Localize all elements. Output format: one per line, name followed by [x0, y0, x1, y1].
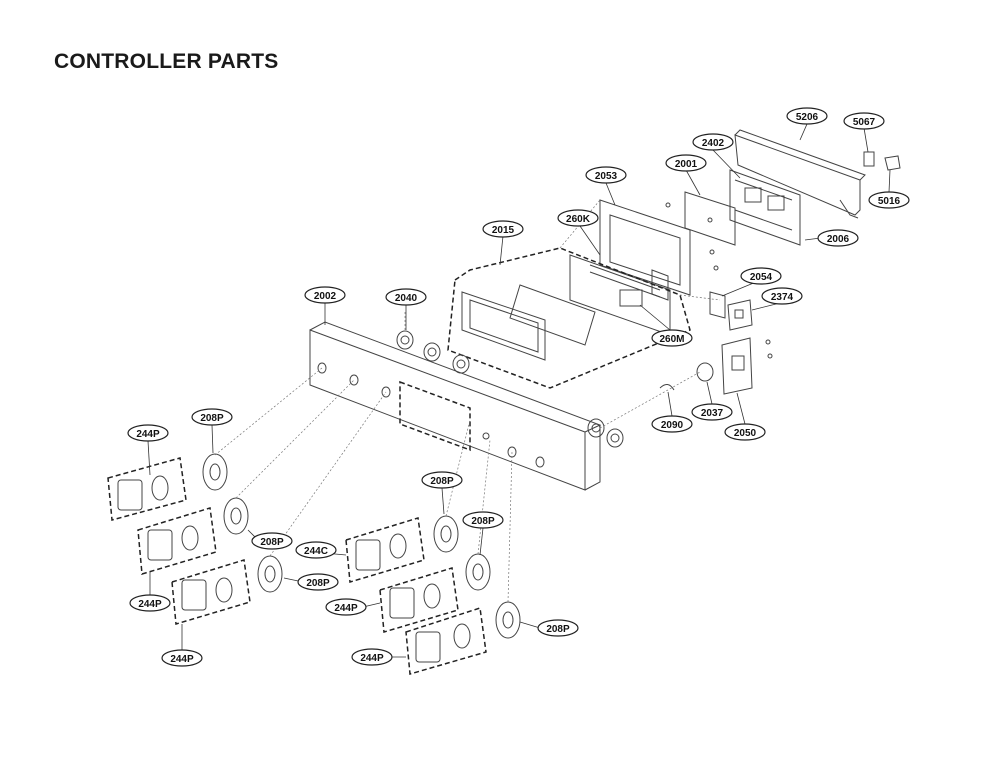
label-2001: 2001	[665, 154, 707, 172]
housing-2050	[721, 337, 773, 395]
label-208P-6: 208P	[537, 619, 579, 637]
label-208P-4: 208P	[421, 471, 463, 489]
label-2015: 2015	[482, 220, 524, 238]
clip-part-5067	[863, 151, 875, 167]
label-260K: 260K	[557, 209, 599, 227]
knob-group-2	[137, 497, 249, 575]
backguard-panel-2002	[309, 321, 602, 491]
knob-group-4	[345, 515, 459, 583]
label-2050: 2050	[724, 423, 766, 441]
label-244P-4: 244P	[325, 598, 367, 616]
label-2374: 2374	[761, 287, 803, 305]
rear-bracket-5206	[734, 129, 866, 219]
knob-group-3	[171, 555, 283, 625]
overlay-panel-2015	[447, 247, 691, 389]
svg-text:2037: 2037	[701, 408, 724, 419]
label-244C: 244C	[295, 541, 337, 559]
label-244P-1: 244P	[127, 424, 169, 442]
label-208P-1: 208P	[191, 408, 233, 426]
svg-text:2006: 2006	[827, 234, 850, 245]
svg-text:2402: 2402	[702, 138, 725, 149]
label-2002: 2002	[304, 286, 346, 304]
control-board-2402	[729, 169, 801, 246]
svg-text:5206: 5206	[796, 112, 819, 123]
svg-text:244P: 244P	[360, 653, 384, 664]
label-208P-3: 208P	[297, 573, 339, 591]
knob-group-1	[107, 453, 228, 521]
label-260M: 260M	[651, 329, 693, 347]
label-2402: 2402	[692, 133, 734, 151]
label-5206: 5206	[786, 107, 828, 125]
label-2054: 2054	[740, 267, 782, 285]
svg-text:244P: 244P	[170, 654, 194, 665]
svg-text:2054: 2054	[750, 272, 773, 283]
svg-text:2002: 2002	[314, 291, 337, 302]
display-board-260K	[569, 254, 671, 336]
svg-text:2040: 2040	[395, 293, 418, 304]
svg-text:2001: 2001	[675, 159, 698, 170]
svg-text:244P: 244P	[138, 599, 162, 610]
svg-text:208P: 208P	[471, 516, 495, 527]
svg-text:244P: 244P	[136, 429, 160, 440]
alignment-lines	[214, 199, 721, 603]
svg-text:2090: 2090	[661, 420, 684, 431]
svg-text:2015: 2015	[492, 225, 515, 236]
knob-group-5	[379, 553, 491, 633]
svg-text:244C: 244C	[304, 546, 328, 557]
svg-text:2050: 2050	[734, 428, 757, 439]
svg-text:208P: 208P	[430, 476, 454, 487]
label-2040: 2040	[385, 288, 427, 306]
leader-lines	[147, 123, 891, 658]
label-244P-2: 244P	[129, 594, 171, 612]
connector-part-5016	[884, 155, 901, 171]
knob-group-6	[405, 601, 521, 675]
svg-text:2374: 2374	[771, 292, 794, 303]
svg-text:5016: 5016	[878, 196, 901, 207]
bracket-frame-2053	[599, 199, 719, 296]
label-2006: 2006	[817, 229, 859, 247]
switch-2054	[709, 291, 726, 319]
label-2053: 2053	[585, 166, 627, 184]
svg-text:260K: 260K	[566, 214, 591, 225]
svg-text:208P: 208P	[260, 537, 284, 548]
svg-text:260M: 260M	[659, 334, 684, 345]
label-244P-5: 244P	[351, 648, 393, 666]
label-2037: 2037	[691, 403, 733, 421]
switch-2040	[396, 330, 624, 448]
label-244P-3: 244P	[161, 649, 203, 667]
page-title: CONTROLLER PARTS	[54, 50, 279, 73]
shield-plate-2001	[684, 191, 736, 246]
lamp-2037	[696, 362, 714, 382]
label-5067: 5067	[843, 112, 885, 130]
label-5016: 5016	[868, 191, 910, 209]
svg-text:244P: 244P	[334, 603, 358, 614]
svg-text:208P: 208P	[306, 578, 330, 589]
svg-text:5067: 5067	[853, 117, 876, 128]
terminal-2374	[727, 299, 753, 331]
svg-text:208P: 208P	[200, 413, 224, 424]
label-2090: 2090	[651, 415, 693, 433]
label-208P-5: 208P	[462, 511, 504, 529]
label-208P-2: 208P	[251, 532, 293, 550]
svg-text:208P: 208P	[546, 624, 570, 635]
svg-text:2053: 2053	[595, 171, 618, 182]
clip-2090	[659, 384, 675, 391]
